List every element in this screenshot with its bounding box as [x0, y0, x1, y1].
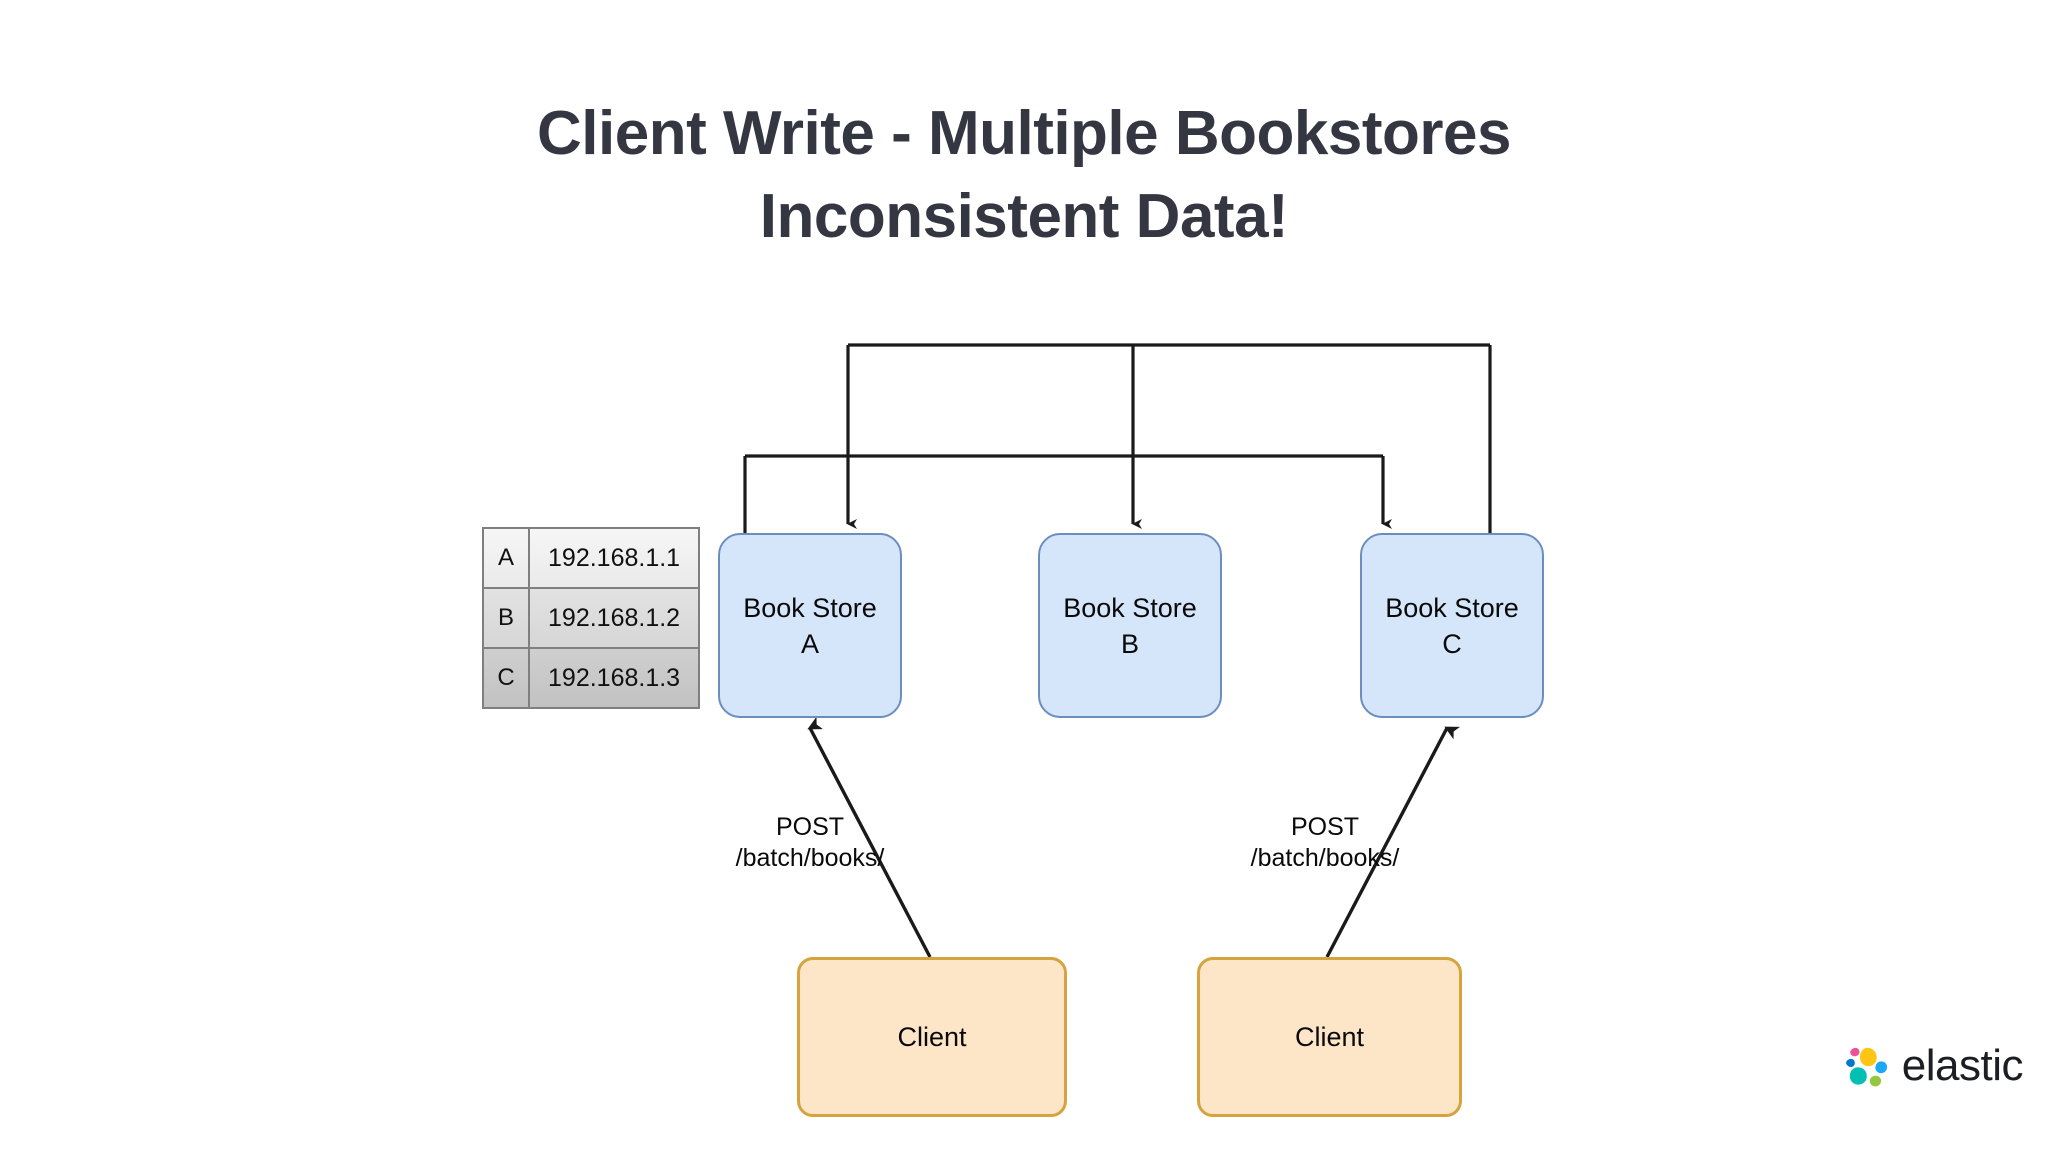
title-line-1: Client Write - Multiple Bookstores [537, 99, 1511, 168]
ip-row-key: C [481, 647, 531, 709]
node-book-store-a[interactable]: Book Store A [718, 533, 902, 718]
edge-label-post-1: POST /batch/books/ [700, 812, 920, 874]
ip-lookup-table: A 192.168.1.1 B 192.168.1.2 C 192.168.1.… [481, 527, 700, 709]
post-method: POST [1290, 813, 1360, 841]
table-row: C 192.168.1.3 [481, 647, 700, 709]
edge-label-post-2: POST /batch/books/ [1215, 812, 1435, 874]
ip-row-key: A [481, 527, 531, 589]
node-book-store-b[interactable]: Book Store B [1038, 533, 1222, 718]
page-title: Client Write - Multiple Bookstores Incon… [0, 92, 2048, 258]
table-row: A 192.168.1.1 [481, 527, 700, 589]
elastic-logo: elastic [1843, 1030, 2024, 1102]
post-path: /batch/books/ [735, 844, 885, 872]
post-method: POST [775, 813, 845, 841]
ip-row-value: 192.168.1.3 [528, 647, 700, 709]
ip-row-value: 192.168.1.1 [528, 527, 700, 589]
node-client-2[interactable]: Client [1197, 957, 1462, 1117]
elastic-wordmark: elastic [1901, 1041, 2024, 1090]
node-book-store-c[interactable]: Book Store C [1360, 533, 1544, 718]
elastic-mark-icon [1846, 1047, 1888, 1087]
ip-row-key: B [481, 587, 531, 649]
post-path: /batch/books/ [1250, 844, 1400, 872]
table-row: B 192.168.1.2 [481, 587, 700, 649]
title-line-2: Inconsistent Data! [759, 182, 1289, 251]
ip-row-value: 192.168.1.2 [528, 587, 700, 649]
ip-table-body: A 192.168.1.1 B 192.168.1.2 C 192.168.1.… [481, 527, 700, 709]
node-client-1[interactable]: Client [797, 957, 1067, 1117]
